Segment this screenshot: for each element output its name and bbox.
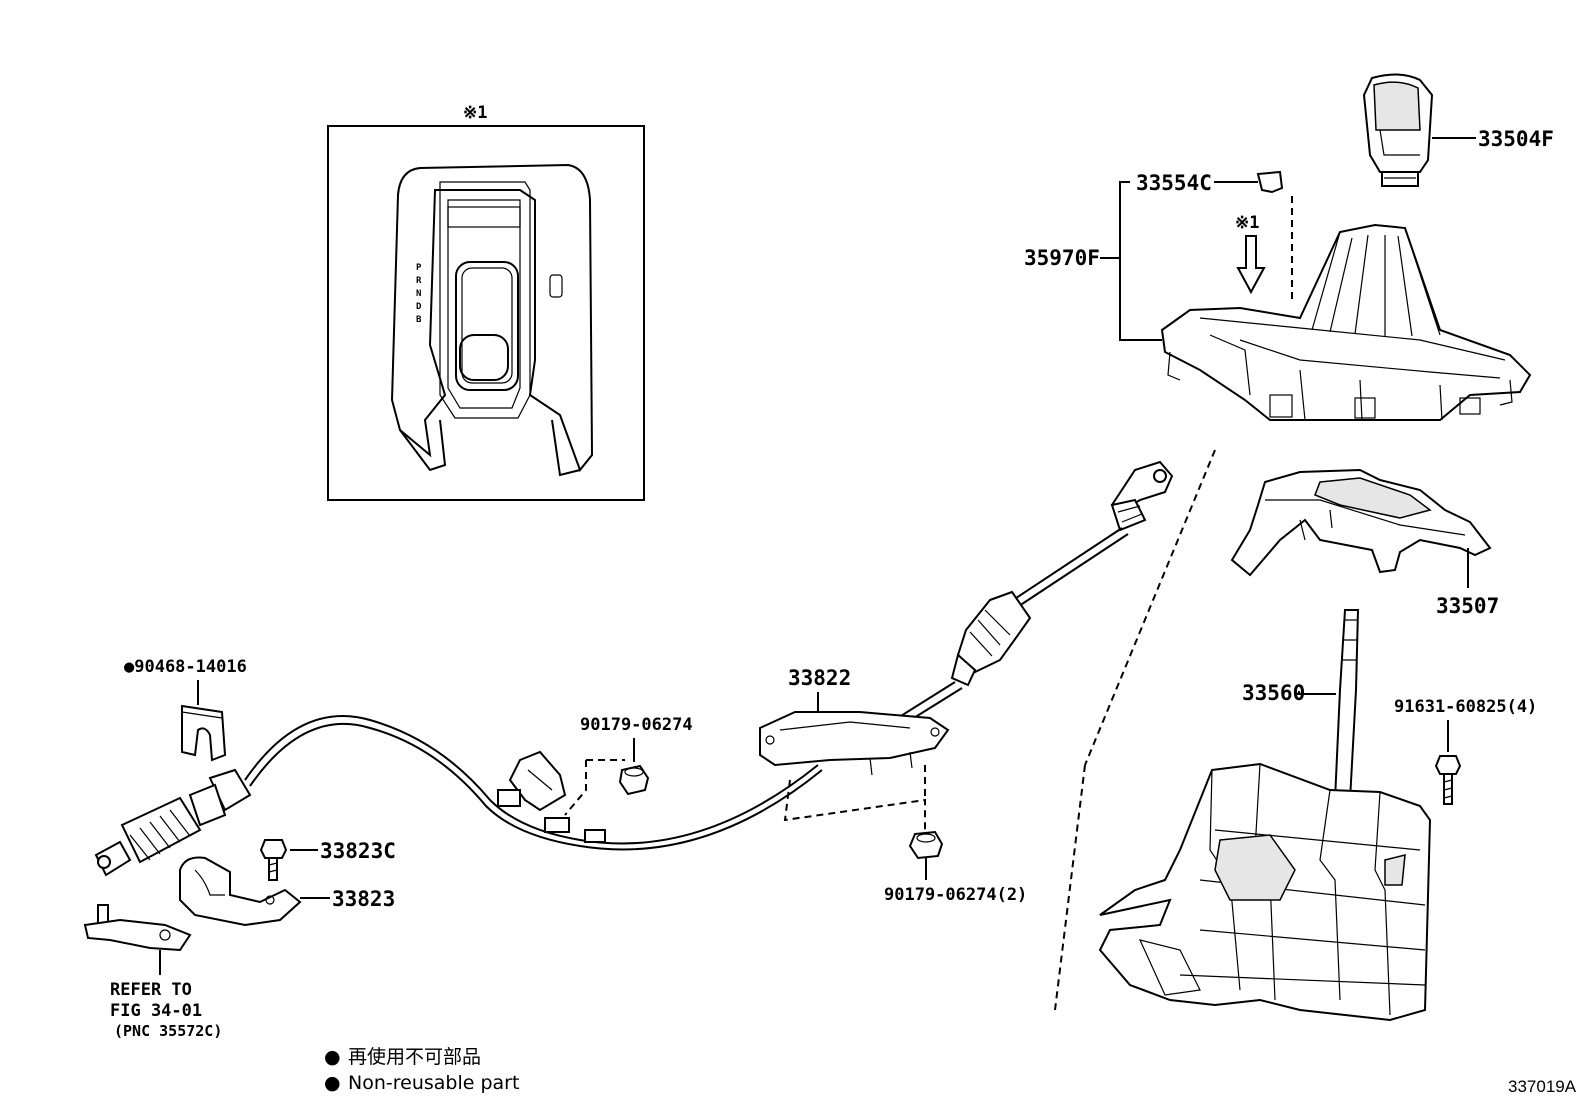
label-33823C: 33823C: [320, 839, 396, 863]
legend-bullet-en: ●: [324, 1072, 341, 1094]
nut-90179-b: [908, 830, 944, 860]
refer-line-3: (PNC 35572C): [114, 1022, 222, 1040]
label-35970F: 35970F: [1024, 246, 1100, 270]
inset-panel: ※1 P R N D B: [327, 103, 645, 501]
clip-90468: [181, 704, 227, 762]
shift-lever-assembly: [1098, 609, 1432, 1022]
label-33507: 33507: [1436, 594, 1499, 618]
lever-ref-part: [83, 904, 192, 975]
label-33822: 33822: [788, 666, 851, 690]
gear-n: N: [416, 289, 421, 299]
legend: ● 再使用不可部品 ● Non-reusable part: [324, 1046, 519, 1094]
label-91631: 91631-60825(4): [1394, 697, 1537, 717]
label-33504F: 33504F: [1478, 127, 1554, 151]
shift-knob: [1362, 73, 1476, 187]
label-33554C: 33554C: [1136, 171, 1212, 195]
label-90179-a: 90179-06274: [580, 715, 693, 735]
label-90179-b: 90179-06274(2): [884, 885, 1027, 905]
gear-d: D: [416, 302, 422, 312]
gear-r: R: [416, 276, 422, 286]
label-ref1: ※1: [1235, 213, 1259, 233]
inset-title: ※1: [463, 103, 487, 123]
diagram-code: 337019A: [1508, 1077, 1577, 1096]
label-90468: ●90468-14016: [124, 657, 247, 677]
legend-jp: 再使用不可部品: [348, 1046, 481, 1068]
legend-bullet-jp: ●: [324, 1046, 341, 1068]
gear-p: P: [416, 263, 422, 273]
bolt-91631: [1434, 755, 1462, 805]
label-33823: 33823: [332, 887, 395, 911]
refer-line-1: REFER TO: [110, 980, 192, 1000]
shift-cable: [94, 460, 1174, 877]
bolt-33823C: [259, 839, 288, 881]
housing-33507: [1230, 468, 1492, 588]
console-trim: [1160, 223, 1532, 421]
nut-90179-a: [618, 764, 650, 796]
legend-en: Non-reusable part: [348, 1072, 519, 1094]
refer-line-2: FIG 34-01: [110, 1001, 202, 1021]
label-33560: 33560: [1242, 681, 1305, 705]
bracket-33823: [179, 856, 302, 927]
gear-b: B: [416, 315, 422, 325]
